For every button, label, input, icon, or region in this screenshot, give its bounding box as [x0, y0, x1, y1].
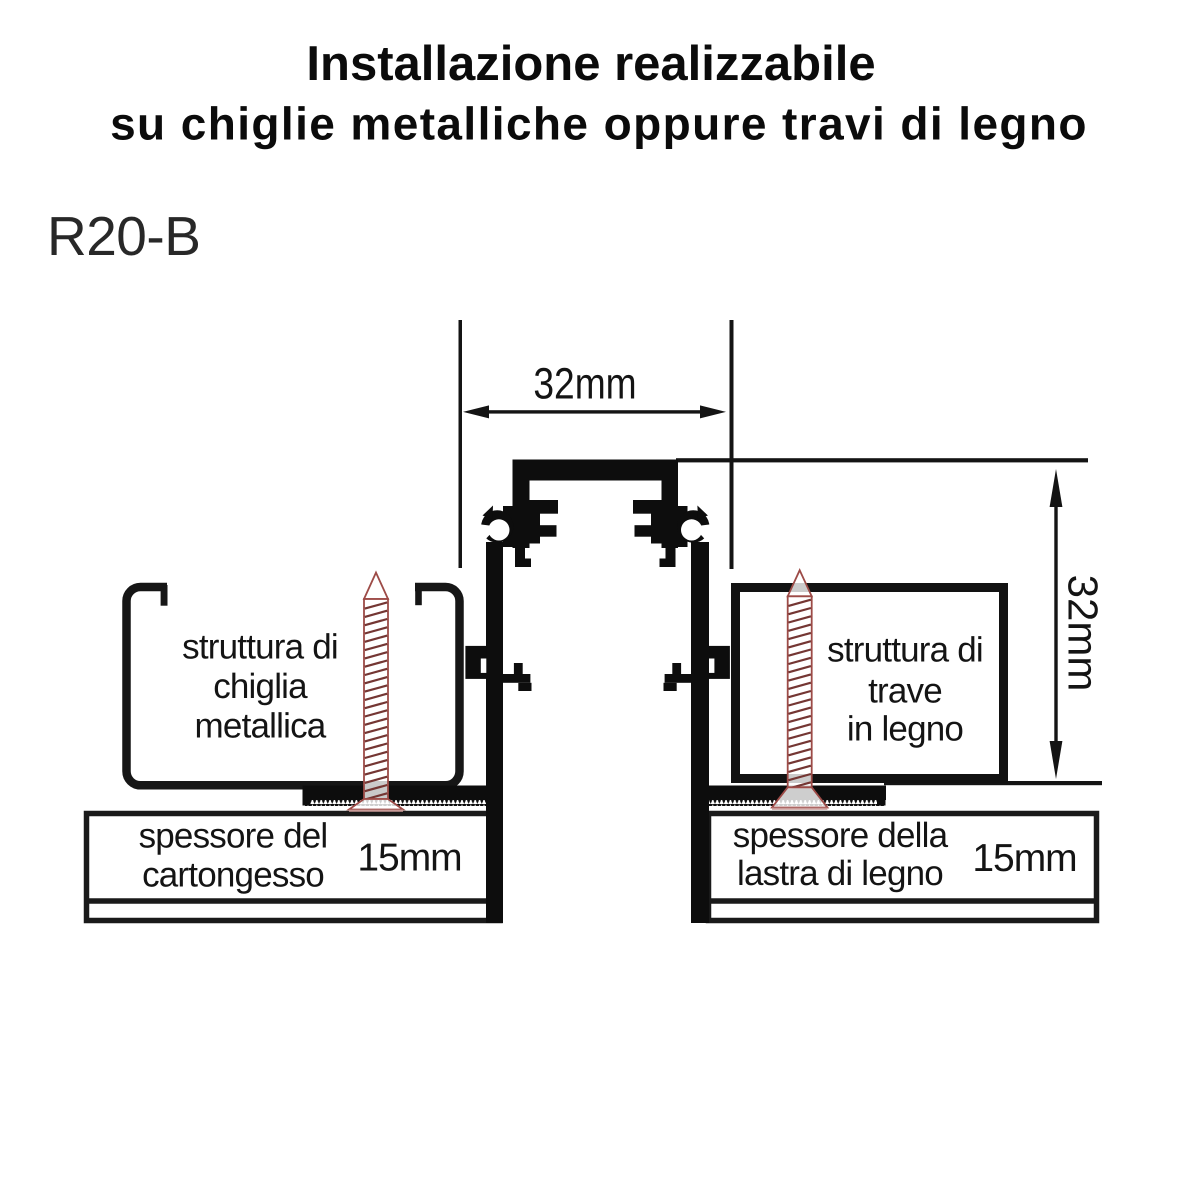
svg-text:metallica: metallica	[195, 706, 327, 745]
svg-text:32mm: 32mm	[533, 359, 636, 408]
svg-text:lastra di legno: lastra di legno	[737, 854, 943, 893]
svg-text:15mm: 15mm	[357, 837, 461, 880]
svg-text:R20-B: R20-B	[47, 205, 200, 267]
svg-text:in legno: in legno	[847, 710, 963, 749]
svg-text:spessore della: spessore della	[733, 816, 949, 855]
svg-text:su chiglie metalliche oppure t: su chiglie metalliche oppure travi di le…	[110, 98, 1088, 150]
svg-text:15mm: 15mm	[972, 837, 1076, 880]
svg-text:cartongesso: cartongesso	[142, 856, 324, 895]
svg-text:spessore del: spessore del	[139, 817, 328, 856]
svg-text:struttura di: struttura di	[182, 627, 338, 666]
svg-text:struttura di: struttura di	[827, 631, 983, 670]
svg-text:chiglia: chiglia	[213, 667, 308, 706]
svg-text:32mm: 32mm	[1060, 575, 1107, 692]
svg-text:trave: trave	[868, 672, 942, 711]
svg-text:Installazione realizzabile: Installazione realizzabile	[306, 37, 875, 91]
